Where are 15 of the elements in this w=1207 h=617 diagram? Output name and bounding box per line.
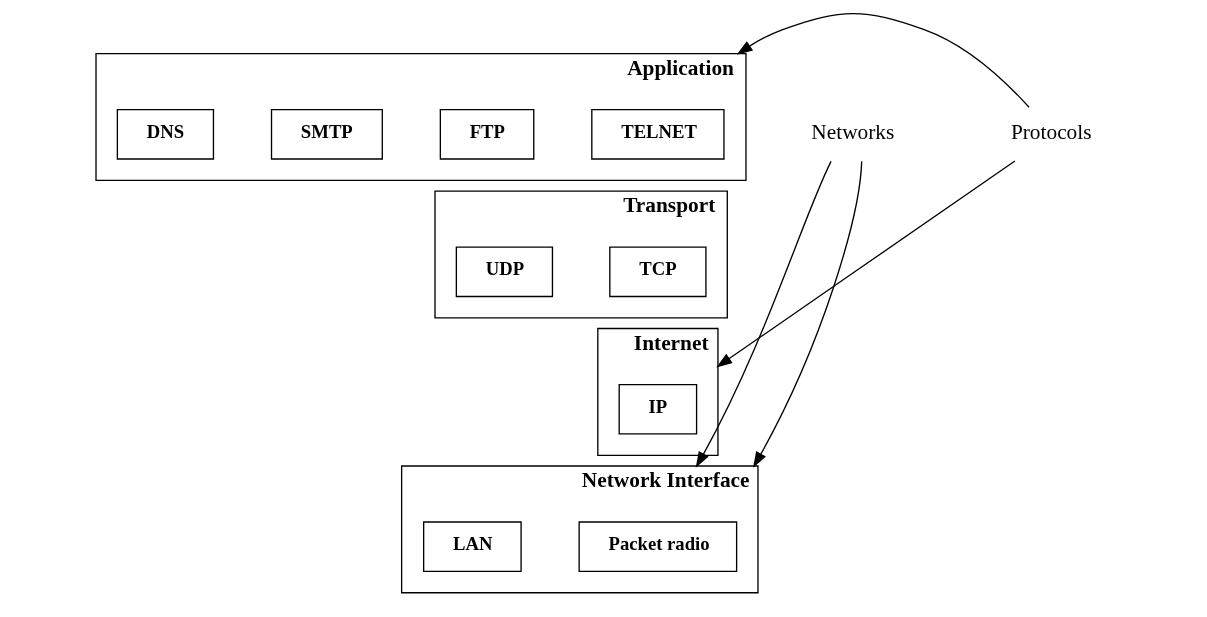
node-text: Networks — [811, 120, 895, 145]
node-text: Protocols — [1010, 120, 1092, 145]
node-box: SMTP — [270, 108, 383, 160]
node-box: TCP — [609, 246, 707, 298]
node-box: FTP — [439, 108, 535, 160]
arrow — [695, 160, 832, 468]
arrow — [753, 160, 863, 468]
node-box: UDP — [455, 246, 554, 298]
node-box: LAN — [423, 521, 522, 573]
arrow — [736, 12, 1030, 108]
node-box: IP — [618, 383, 698, 435]
arrow — [716, 160, 1016, 368]
node-box: Packet radio — [578, 521, 738, 573]
node-box: TELNET — [591, 108, 725, 160]
node-box: DNS — [116, 108, 215, 160]
